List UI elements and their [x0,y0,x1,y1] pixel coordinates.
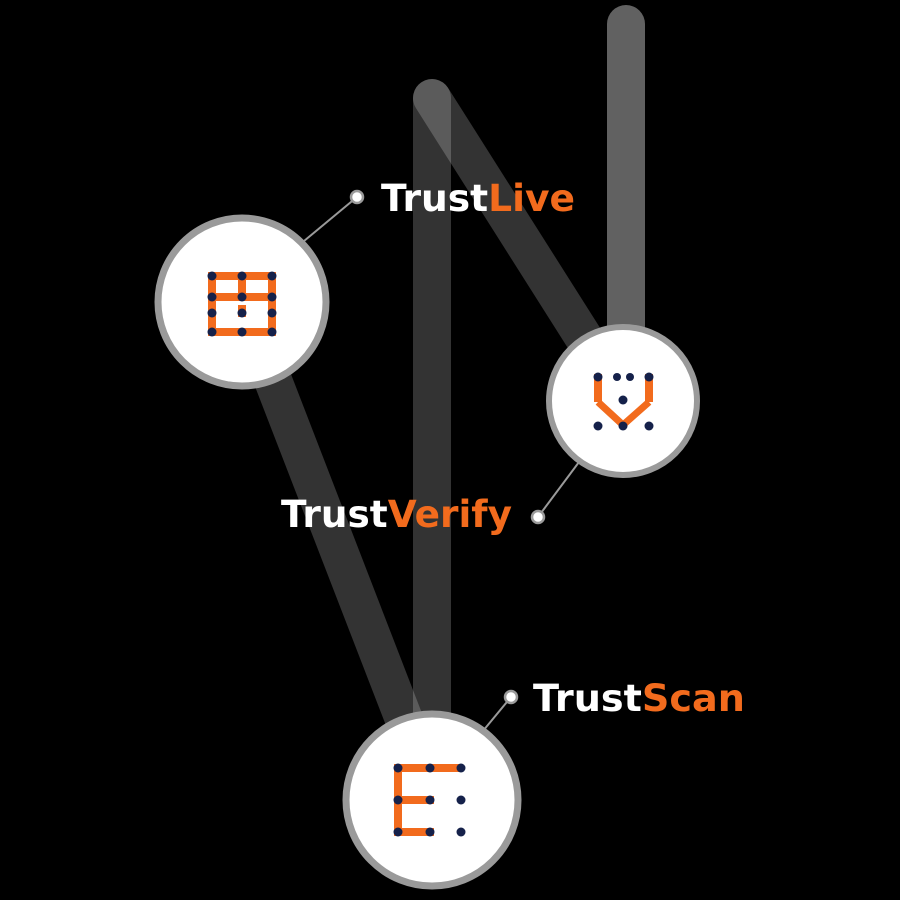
trustverify-label-suffix: Verify [388,493,512,536]
node-trustverify[interactable]: TrustVerify [281,324,700,536]
trustverify-leader-line [537,457,583,518]
scan-e-icon [393,763,466,837]
trustlive-label: TrustLive [381,177,575,220]
grid-blocks-icon [207,271,277,337]
check-v-icon [593,372,654,431]
trustlive-label-suffix: Live [488,177,575,220]
trustscan-leader-dot [503,689,519,705]
trustverify-label-prefix: Trust [281,493,388,536]
trustscan-label: TrustScan [533,677,745,720]
node-trustlive[interactable]: TrustLive [154,177,575,390]
node-trustscan[interactable]: TrustScan [342,677,745,890]
trustverify-leader-dot [530,509,546,525]
trustlive-leader-line [297,196,358,247]
trustscan-label-prefix: Trust [533,677,642,720]
trustlive-node-circle [154,214,330,390]
trustscan-label-suffix: Scan [642,677,745,720]
trustlive-label-prefix: Trust [381,177,488,220]
trustlive-leader-dot [349,189,365,205]
trustverify-label: TrustVerify [281,493,512,536]
